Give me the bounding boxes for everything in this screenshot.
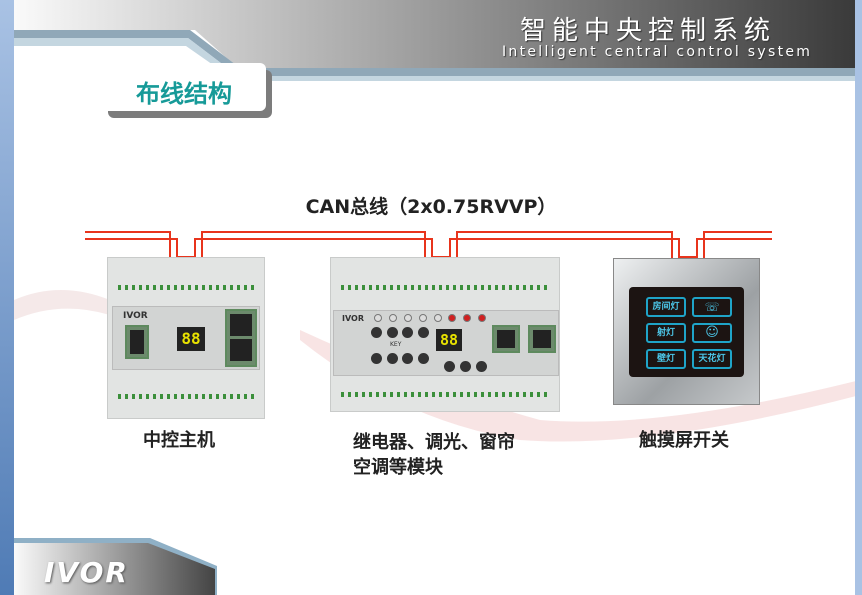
terminal-row [118,394,256,399]
section-title: 布线结构 [136,80,232,108]
module-face: IVOR KEY 88 [333,310,559,376]
rj45-port [528,325,556,353]
terminal-row [341,285,551,290]
header-title: 智能中央控制系统 [520,16,777,46]
touch-panel: 房间灯 ☏ 射灯 ☺ 壁灯 天花灯 [629,287,744,377]
key-label: KEY [390,341,402,348]
led [448,314,456,322]
brand-logo: IVOR [342,314,364,323]
touch-button-room-light: 房间灯 [646,297,686,317]
led [478,314,486,322]
central-controller-device: IVOR 88 [107,257,265,419]
set-button [444,361,455,372]
touch-button-smiley-icon: ☺ [692,323,732,343]
controller-label: 中控主机 [143,430,215,451]
key-button [387,327,398,338]
relay-module-device: IVOR KEY 88 [330,257,560,412]
set-button [460,361,471,372]
module-label-line2: 空调等模块 [353,457,443,478]
rj45-port [492,325,520,353]
rj45-dual-port [225,309,257,367]
terminal-row [341,392,551,397]
key-button [371,327,382,338]
footer-logo: IVOR [44,556,129,589]
touch-switch-label: 触摸屏开关 [639,430,729,451]
module-label-line1: 继电器、调光、窗帘 [353,432,515,453]
set-button [476,361,487,372]
led [419,314,427,322]
key-button [418,327,429,338]
section-title-box [102,63,266,111]
key-button [371,353,382,364]
right-accent-bar [855,0,862,595]
segment-display: 88 [177,327,205,351]
left-accent-bar [0,0,14,595]
touch-button-wall-light: 壁灯 [646,349,686,369]
touch-button-spot-light: 射灯 [646,323,686,343]
led [404,314,412,322]
key-button [402,327,413,338]
rj45-port [125,325,149,359]
touch-switch-device: 房间灯 ☏ 射灯 ☺ 壁灯 天花灯 [613,258,760,405]
segment-display: 88 [436,329,462,351]
brand-logo: IVOR [123,311,148,321]
led [389,314,397,322]
key-button [387,353,398,364]
touch-button-ceiling-light: 天花灯 [692,349,732,369]
can-bus-label: CAN总线（2x0.75RVVP） [305,196,557,218]
key-button [418,353,429,364]
controller-face: IVOR 88 [112,306,260,370]
led [434,314,442,322]
key-button [402,353,413,364]
led [374,314,382,322]
touch-button-phone-icon: ☏ [692,297,732,317]
led [463,314,471,322]
header-subtitle: Intelligent central control system [502,44,813,60]
terminal-row [118,285,256,290]
